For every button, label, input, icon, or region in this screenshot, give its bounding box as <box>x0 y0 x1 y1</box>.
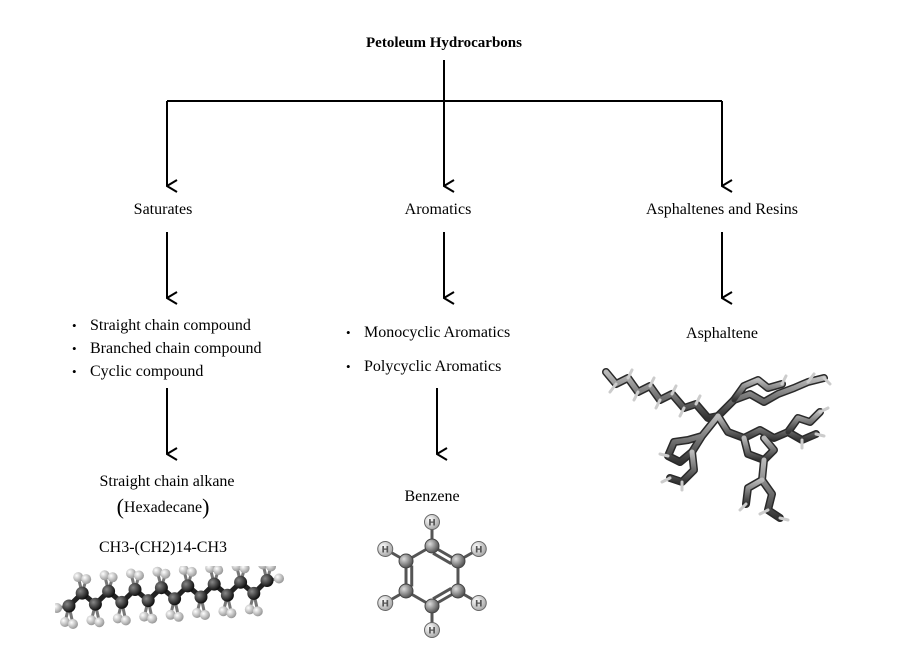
carbon-atom <box>102 584 116 598</box>
hydrogen-atom <box>377 595 394 611</box>
hydrogen-atom <box>239 566 250 574</box>
hydrogen-atom <box>186 566 197 577</box>
hydrogen-atom <box>470 541 487 557</box>
hydrogen-atom <box>112 613 123 624</box>
hexadecane-molecule-image <box>55 566 284 629</box>
aromatics-bullet-list: Monocyclic Aromatics Polycyclic Aromatic… <box>342 316 510 384</box>
hexadecane-name: Hexadecane <box>123 499 203 516</box>
carbon-atom <box>75 586 89 600</box>
carbon-atom <box>181 579 195 593</box>
hydrogen-atom <box>68 619 78 629</box>
benzene-label: Benzene <box>404 488 460 505</box>
benzene-molecule-image: H H H H H H <box>377 514 487 638</box>
hexadecane-label: (Hexadecane) <box>116 494 210 519</box>
hydrogen-label: H <box>428 627 436 637</box>
hydrogen-label: H <box>475 600 483 610</box>
carbon-atom <box>398 583 414 599</box>
category-aromatics: Aromatics <box>404 201 472 218</box>
hydrogen-atom <box>205 566 216 574</box>
hydrogen-atom <box>200 610 210 620</box>
carbon-atom <box>168 592 182 606</box>
bullet-item: Polycyclic Aromatics <box>342 350 510 384</box>
hydrogen-atom <box>134 570 144 581</box>
carbon-atom <box>194 590 208 604</box>
hydrogen-atom <box>252 606 263 617</box>
hydrogen-atom <box>55 603 62 613</box>
hydrogen-atom <box>126 568 136 579</box>
hydrogen-atom <box>231 566 242 572</box>
straight-chain-alkane-label: Straight chain alkane <box>99 473 235 490</box>
asphaltene-molecule-image <box>602 368 832 522</box>
carbon-atom <box>450 583 466 599</box>
bullet-item: Straight chain compound <box>68 314 262 337</box>
carbon-atom <box>450 553 466 569</box>
hydrogen-atom <box>152 566 163 577</box>
paren-close: ) <box>202 494 210 519</box>
carbon-atom <box>398 553 414 569</box>
hydrogen-atom <box>147 613 158 624</box>
carbon-atom <box>115 595 129 609</box>
carbon-atom <box>88 597 102 611</box>
saturates-bullet-list: Straight chain compound Branched chain c… <box>68 314 262 383</box>
hydrogen-atom <box>86 615 97 626</box>
carbon-atom <box>62 599 76 613</box>
double-bond <box>432 551 452 565</box>
hydrogen-atom <box>226 608 237 619</box>
carbon-atom <box>234 575 248 589</box>
hydrogen-atom <box>377 541 394 557</box>
carbon-atom <box>128 583 142 596</box>
carbon-atom <box>424 538 440 554</box>
hydrogen-atom <box>258 566 268 570</box>
hydrogen-atom <box>107 572 118 583</box>
hydrogen-label: H <box>381 546 389 556</box>
hydrogen-atom <box>60 617 70 627</box>
hydrogen-atom <box>139 611 150 622</box>
hydrogen-atom <box>274 573 284 584</box>
double-bond <box>432 587 452 601</box>
carbon-atom <box>207 577 221 591</box>
hydrogen-atom <box>192 608 202 618</box>
carbon-atom <box>154 581 168 595</box>
paren-open: ( <box>116 494 124 519</box>
hydrogen-atom <box>213 566 224 576</box>
hydrogen-atom <box>218 606 229 617</box>
hydrogen-atom <box>424 514 440 530</box>
carbon-atom <box>424 598 440 614</box>
bullet-item: Cyclic compound <box>68 360 262 383</box>
hydrogen-atom <box>99 570 110 581</box>
hydrogen-atom <box>81 574 92 585</box>
hydrogen-atom <box>160 568 171 579</box>
carbon-atom <box>220 588 234 602</box>
category-asphaltenes-resins: Asphaltenes and Resins <box>646 201 798 218</box>
category-saturates: Saturates <box>133 201 193 218</box>
hydrogen-label: H <box>475 546 483 556</box>
carbon-atom <box>247 586 261 600</box>
bullet-item: Branched chain compound <box>68 337 262 360</box>
diagram-title: Petoleum Hydrocarbons <box>366 35 522 51</box>
hydrogen-atom <box>120 615 131 626</box>
hydrogen-label: H <box>381 600 389 610</box>
hydrogen-atom <box>73 572 84 583</box>
hydrogen-label: H <box>428 519 436 529</box>
asphaltene-label: Asphaltene <box>686 325 758 342</box>
carbon-atom <box>260 574 274 587</box>
bullet-item: Monocyclic Aromatics <box>342 316 510 350</box>
hydrogen-atom <box>470 595 487 611</box>
hydrogen-atom <box>165 609 176 620</box>
hydrogen-atom <box>178 566 189 575</box>
carbon-atom <box>141 594 155 608</box>
hydrogen-atom <box>266 566 276 572</box>
hexadecane-formula: CH3-(CH2)14-CH3 <box>99 539 227 556</box>
hydrogen-atom <box>424 622 440 638</box>
hydrogen-atom <box>244 604 255 615</box>
hydrogen-atom <box>94 617 105 628</box>
hydrogen-atom <box>173 611 184 622</box>
